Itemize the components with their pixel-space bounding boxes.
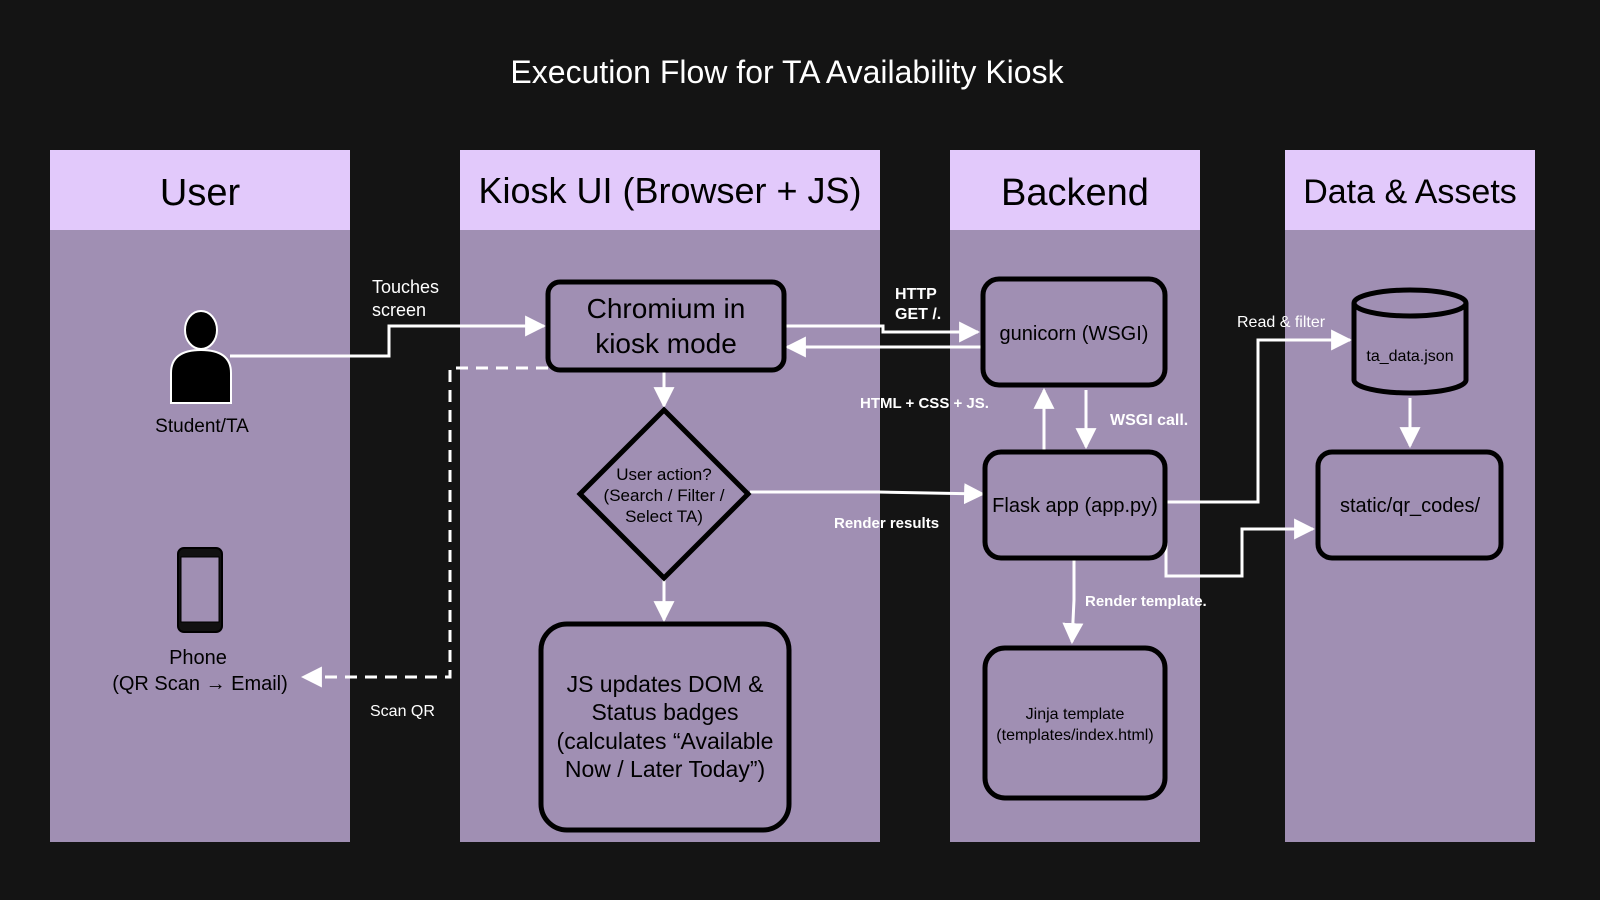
ta-data-json-store: ta_data.json: [1351, 287, 1469, 396]
edge-read-filter: [1166, 329, 1353, 504]
flask-app-node: Flask app (app.py): [982, 449, 1168, 561]
js-label-line4: Now / Later Today”): [565, 756, 765, 782]
chromium-label-line2: kiosk mode: [595, 328, 737, 359]
lane-user-title: User: [160, 172, 241, 214]
label-touches-line1: Touches: [372, 277, 439, 297]
js-label-line3: (calculates “Available: [557, 728, 774, 754]
js-updates-dom-node: JS updates DOM & Status badges (calculat…: [538, 621, 792, 833]
gunicorn-label: gunicorn (WSGI): [1000, 323, 1149, 345]
label-touches-line2: screen: [372, 300, 426, 320]
decision-label-line2: (Search / Filter /: [604, 486, 725, 505]
student-ta-actor: Student/TA: [155, 310, 249, 437]
label-http-line2: GET /.: [895, 306, 941, 323]
gunicorn-node: gunicorn (WSGI): [980, 276, 1168, 388]
edge-student-to-chromium: [230, 315, 547, 358]
label-render-results: Render results: [834, 515, 939, 532]
label-scan-qr: Scan QR: [370, 703, 435, 720]
label-wsgi-call: WSGI call.: [1110, 412, 1188, 429]
edge-http-get: [785, 321, 981, 343]
lane-backend-title: Backend: [1001, 172, 1149, 214]
phone-label-line2: (QR Scan → Email): [112, 673, 288, 695]
phone-label-line1: Phone: [169, 647, 227, 669]
person-body-icon: [170, 348, 232, 404]
decision-label-line3: Select TA): [625, 507, 703, 526]
jinja-label-line1: Jinja template: [1026, 706, 1125, 723]
edge-scan-qr: [300, 366, 548, 688]
label-html-css-js: HTML + CSS + JS.: [860, 395, 989, 412]
decision-label-line1: User action?: [616, 465, 711, 484]
qr-codes-label: static/qr_codes/: [1340, 495, 1481, 517]
qr-codes-folder-node: static/qr_codes/: [1315, 449, 1504, 561]
phone-actor: Phone (QR Scan → Email): [112, 547, 288, 695]
student-ta-label: Student/TA: [155, 416, 249, 437]
chromium-label-line1: Chromium in: [587, 293, 746, 324]
jinja-label-line2: (templates/index.html): [996, 727, 1153, 744]
lane-kiosk-title: Kiosk UI (Browser + JS): [478, 170, 861, 211]
ta-data-label: ta_data.json: [1366, 348, 1453, 365]
chromium-kiosk-node: Chromium in kiosk mode: [545, 279, 787, 373]
person-head-icon: [184, 310, 218, 350]
jinja-template-node: Jinja template (templates/index.html): [982, 645, 1168, 801]
edge-render-template: [1062, 560, 1084, 645]
lane-data-title: Data & Assets: [1303, 173, 1517, 211]
js-label-line2: Status badges: [591, 699, 738, 725]
edge-flask-to-qr: [1164, 518, 1316, 578]
flask-label: Flask app (app.py): [992, 495, 1158, 517]
diagram-title: Execution Flow for TA Availability Kiosk: [510, 54, 1064, 90]
label-http-line1: HTTP: [895, 286, 937, 303]
label-render-template: Render template.: [1085, 593, 1207, 610]
label-read-filter: Read & filter: [1237, 314, 1326, 331]
lane-user: User: [50, 150, 350, 842]
user-action-decision: User action? (Search / Filter / Select T…: [576, 406, 752, 582]
edge-render-results: [750, 483, 986, 505]
js-label-line1: JS updates DOM &: [567, 671, 764, 697]
